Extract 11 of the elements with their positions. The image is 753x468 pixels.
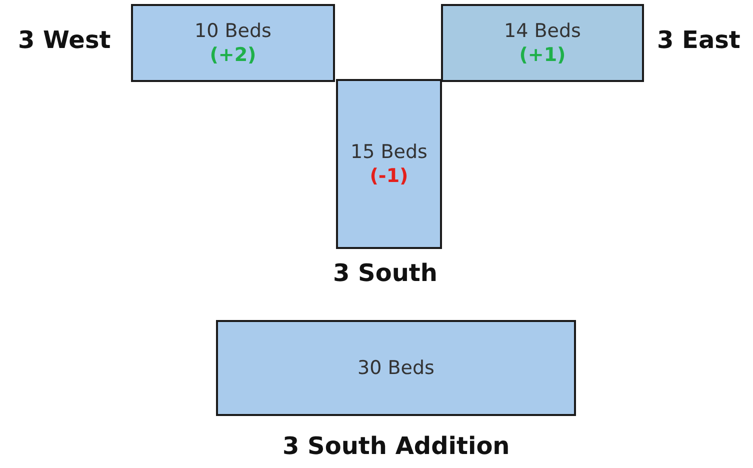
room-label: 3 South xyxy=(333,259,438,287)
bed-change: (-1) xyxy=(370,164,408,188)
room-label: 3 East xyxy=(657,26,740,54)
bed-count: 30 Beds xyxy=(358,356,434,380)
bed-change: (+1) xyxy=(519,43,566,67)
bed-count: 14 Beds xyxy=(504,19,581,43)
bed-change: (+2) xyxy=(210,43,256,67)
room-label: 3 South Addition xyxy=(282,432,510,460)
bed-count: 10 Beds xyxy=(194,19,272,43)
room-label: 3 West xyxy=(18,26,111,54)
bed-count: 15 Beds xyxy=(350,140,428,164)
